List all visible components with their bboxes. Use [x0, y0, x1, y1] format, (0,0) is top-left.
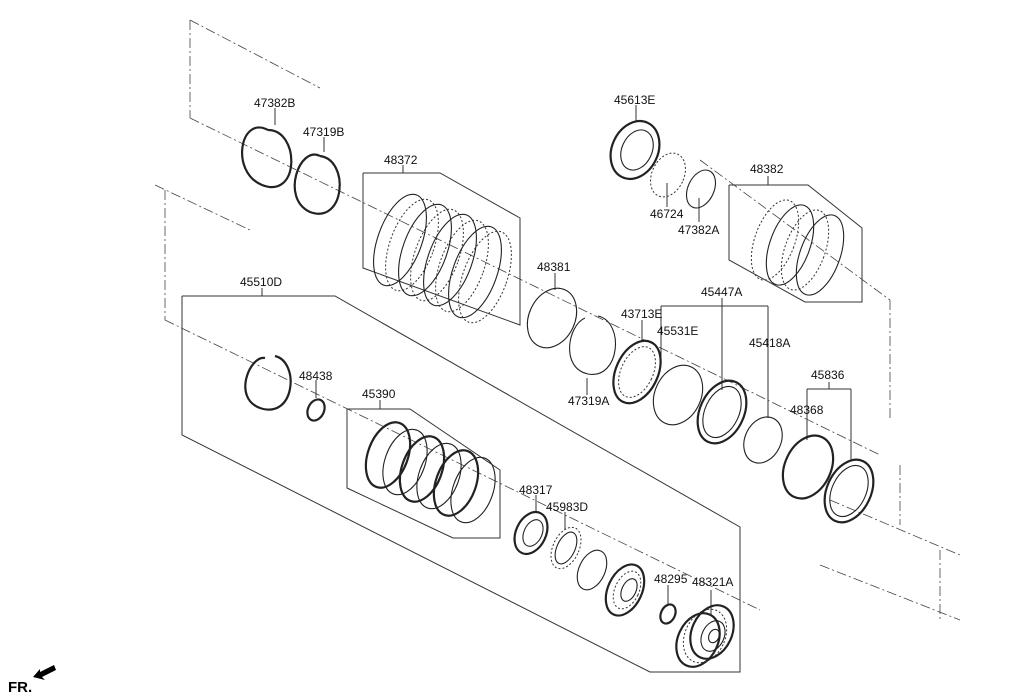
part-45447A-piston[interactable] — [688, 373, 756, 451]
label-48368[interactable]: 48368 — [790, 403, 824, 417]
part-45531E-seal-ring[interactable] — [644, 357, 712, 433]
axis-lines — [154, 19, 961, 621]
part-47319A-snap-ring[interactable] — [569, 315, 617, 375]
part-45418A-seal-ring[interactable] — [737, 411, 790, 470]
bracket-45836 — [806, 382, 852, 460]
label-48438[interactable]: 48438 — [299, 369, 333, 383]
label-47319B[interactable]: 47319B — [303, 125, 344, 139]
part-labels: 47382B 47319B 48372 45613E 46724 47382A … — [240, 93, 845, 589]
label-45836[interactable]: 45836 — [811, 368, 845, 382]
label-47382B[interactable]: 47382B — [254, 96, 295, 110]
part-48321A-gear-hub[interactable] — [668, 598, 742, 674]
group-box-45390 — [346, 400, 501, 539]
part-45390-clutch-pack[interactable] — [358, 416, 504, 529]
part-45613E-piston[interactable] — [601, 113, 668, 187]
part-bearing-hub[interactable] — [598, 558, 652, 621]
group-box-48372 — [362, 165, 521, 326]
part-48382-clutch-pack[interactable] — [742, 194, 853, 302]
part-45510D-snap-ring[interactable] — [244, 354, 292, 411]
part-48372-clutch-pack[interactable] — [363, 187, 522, 329]
label-45390[interactable]: 45390 — [362, 387, 396, 401]
part-47382A-snap-ring[interactable] — [681, 165, 721, 212]
part-45836-retainer[interactable] — [815, 452, 883, 530]
label-48382[interactable]: 48382 — [750, 162, 784, 176]
label-47382A[interactable]: 47382A — [678, 223, 719, 237]
front-arrow-icon — [33, 665, 56, 680]
label-46724[interactable]: 46724 — [650, 207, 684, 221]
label-48381[interactable]: 48381 — [537, 260, 571, 274]
label-48321A[interactable]: 48321A — [692, 575, 733, 589]
part-48381-snap-ring[interactable] — [518, 280, 586, 356]
part-48368-o-ring[interactable] — [773, 427, 843, 506]
group-box-48382 — [728, 176, 863, 303]
label-45613E[interactable]: 45613E — [614, 93, 655, 107]
part-48295-o-ring[interactable] — [657, 602, 678, 626]
label-45983D[interactable]: 45983D — [546, 500, 588, 514]
part-48438-ring[interactable] — [304, 397, 328, 424]
label-43713E[interactable]: 43713E — [621, 307, 662, 321]
bracket-45447A — [660, 298, 769, 418]
part-47319B-snap-ring[interactable] — [293, 153, 341, 215]
part-43713E-clutch-disc[interactable] — [604, 333, 670, 411]
label-47319A[interactable]: 47319A — [568, 394, 609, 408]
part-47382B-snap-ring[interactable] — [241, 126, 293, 189]
label-48372[interactable]: 48372 — [384, 153, 418, 167]
part-46724-spring[interactable] — [644, 147, 692, 202]
label-48295[interactable]: 48295 — [654, 572, 688, 586]
part-45983D-needle-bearing[interactable] — [545, 523, 587, 574]
direction-indicator: FR. — [8, 665, 56, 696]
part-o-ring-small[interactable] — [571, 545, 612, 594]
label-48317[interactable]: 48317 — [519, 483, 553, 497]
label-45510D[interactable]: 45510D — [240, 275, 282, 289]
part-48317-bearing[interactable] — [508, 507, 554, 560]
label-45418A[interactable]: 45418A — [749, 336, 790, 350]
direction-label: FR. — [8, 679, 32, 696]
label-45531E[interactable]: 45531E — [657, 324, 698, 338]
group-box-45510D — [181, 288, 741, 673]
leader-lines — [274, 105, 712, 615]
label-45447A[interactable]: 45447A — [701, 285, 742, 299]
